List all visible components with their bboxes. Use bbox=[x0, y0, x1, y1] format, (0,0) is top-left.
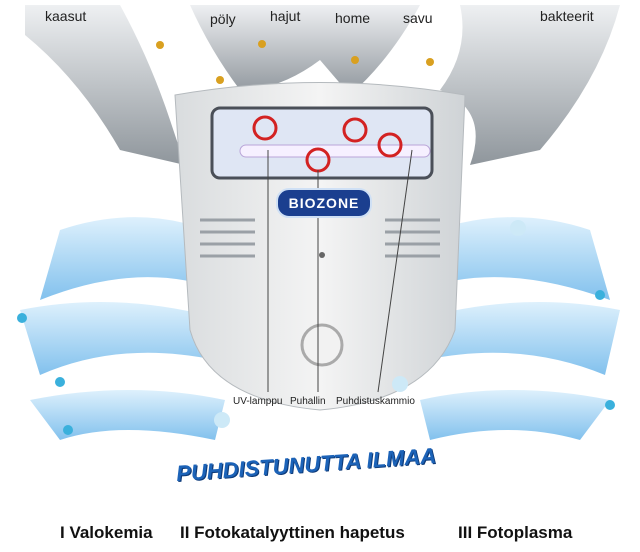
biozone-logo: BIOZONE bbox=[276, 188, 372, 218]
uv-chamber bbox=[210, 106, 434, 180]
control-knob bbox=[300, 323, 344, 367]
incoming-air-arrow bbox=[190, 5, 420, 95]
stage-2: II Fotokatalyyttinen hapetus bbox=[180, 523, 405, 542]
label-fan: Puhallin bbox=[290, 396, 326, 407]
incoming-air-arrow bbox=[440, 5, 620, 165]
clean-air-stream bbox=[20, 302, 225, 375]
clean-air-stream bbox=[410, 217, 610, 300]
stage-1: I Valokemia bbox=[60, 523, 153, 542]
clean-air-stream bbox=[30, 390, 225, 440]
label-hajut: hajut bbox=[270, 8, 301, 24]
label-home: home bbox=[335, 10, 371, 26]
clean-air-stream bbox=[40, 217, 230, 300]
incoming-air-arrow bbox=[25, 5, 185, 165]
indicator-dot bbox=[319, 252, 325, 258]
pollutant-particles bbox=[156, 40, 434, 84]
clean-air-stream bbox=[420, 390, 610, 440]
clean-air-bubbles bbox=[17, 220, 615, 435]
stage-3: III Fotoplasma bbox=[458, 523, 573, 542]
label-poly: pöly bbox=[210, 11, 236, 27]
label-bakteerit: bakteerit bbox=[540, 8, 594, 24]
label-purification-chamber: Puhdistuskammio bbox=[336, 396, 415, 407]
vent-slats bbox=[200, 218, 440, 258]
label-uv-lamp: UV-lamppu bbox=[233, 396, 283, 407]
clean-air-stream bbox=[415, 302, 620, 375]
label-savu: savu bbox=[403, 10, 433, 26]
label-kaasut: kaasut bbox=[45, 8, 87, 24]
